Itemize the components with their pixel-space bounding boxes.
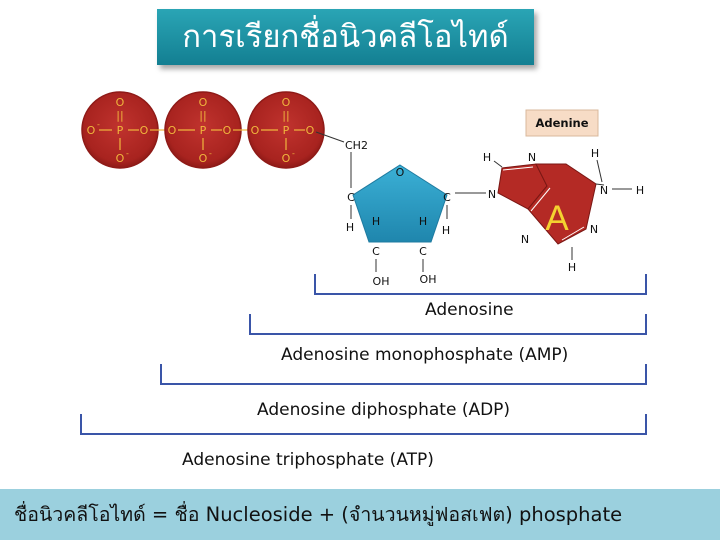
phosphorus-atom: P [283,124,290,137]
hydrogen-8: H [483,151,491,164]
hydrogen-3: H [372,215,380,228]
adenine-tag-box [525,109,599,137]
adenine-base: A N N N N N H H H H [483,147,644,274]
phosphate-left-oxygen: O [251,124,260,137]
carbon-1: C [443,191,451,204]
atp-label: Adenosine triphosphate (ATP) [182,450,434,470]
bracket-amp [249,314,647,335]
phosphorus-atom: P [117,124,124,137]
oxygen-charge: - [292,149,295,158]
phosphate-left-oxygen: O [87,124,96,137]
phosphate-bottom-oxygen: O [199,152,208,165]
hydroxyl-3: OH [373,275,390,288]
hydrogen-2: H [568,261,576,274]
page-title: การเรียกชื่อนิวคลีโอไทด์ [182,19,509,55]
ring-oxygen: O [396,166,405,179]
phosphate-bottom-oxygen: O [282,152,291,165]
nitrogen-9: N [488,188,496,201]
phosphate-bottom-oxygen: O [116,152,125,165]
ester-oxygen: O [306,124,315,137]
phosphorus-atom: P [200,124,207,137]
nitrogen-3: N [521,233,529,246]
oxygen-charge: - [126,149,129,158]
phosphate-double-bond: || [116,109,123,122]
ch2-group: CH2 [345,139,368,152]
carbon-2: C [419,245,427,258]
adenine-tag: Adenine [535,116,588,130]
amino-hydrogen-top: H [591,147,599,160]
hydrogen-1: H [442,224,450,237]
ribose-pentagon [352,164,448,243]
phosphate-group-1: O || P O - O O - [81,91,159,169]
bridge-oxygen: O [223,124,232,137]
formula-bar: ชื่อนิวคลีโอไทด์ = ชื่อ Nucleoside + (จำ… [0,489,720,540]
bracket-atp [80,414,647,435]
nitrogen-6: N [600,184,608,197]
hydrogen-4: H [346,221,354,234]
bridge-oxygen: O [140,124,149,137]
phosphate-double-bond: || [282,109,289,122]
adp-label: Adenosine diphosphate (ADP) [257,400,511,420]
phosphate-top-oxygen: O [199,96,208,109]
hydrogen-2: H [419,215,427,228]
adenosine-label: Adenosine [425,300,514,320]
naming-formula: ชื่อนิวคลีโอไทด์ = ชื่อ Nucleoside + (จำ… [14,503,623,526]
ester-bond [315,131,345,143]
title-banner: การเรียกชื่อนิวคลีโอไทด์ [157,9,534,65]
oxygen-charge: - [97,120,100,129]
pyrimidine-ring [527,163,597,245]
phosphate-double-bond: || [199,109,206,122]
adenine-letter: A [545,199,569,238]
bracket-adenosine [314,274,647,295]
phosphate-top-oxygen: O [116,96,125,109]
nitrogen-7: N [528,151,536,164]
phosphate-group-3: O || P O O O - [247,91,325,169]
phosphate-top-oxygen: O [282,96,291,109]
nitrogen-1: N [590,223,598,236]
carbon-4: C [347,191,355,204]
phosphate-circle [247,91,325,169]
amino-hydrogen-right: H [636,184,644,197]
ribose-sugar: CH2 O C C H H H H C C OH OH [315,131,486,288]
bracket-adp [160,364,647,385]
oxygen-charge: - [209,149,212,158]
phosphate-left-oxygen: O [168,124,177,137]
amp-label: Adenosine monophosphate (AMP) [281,345,569,365]
carbon-3: C [372,245,380,258]
hydroxyl-2: OH [420,273,437,286]
phosphate-group-2: O || P O O O - [164,91,242,169]
